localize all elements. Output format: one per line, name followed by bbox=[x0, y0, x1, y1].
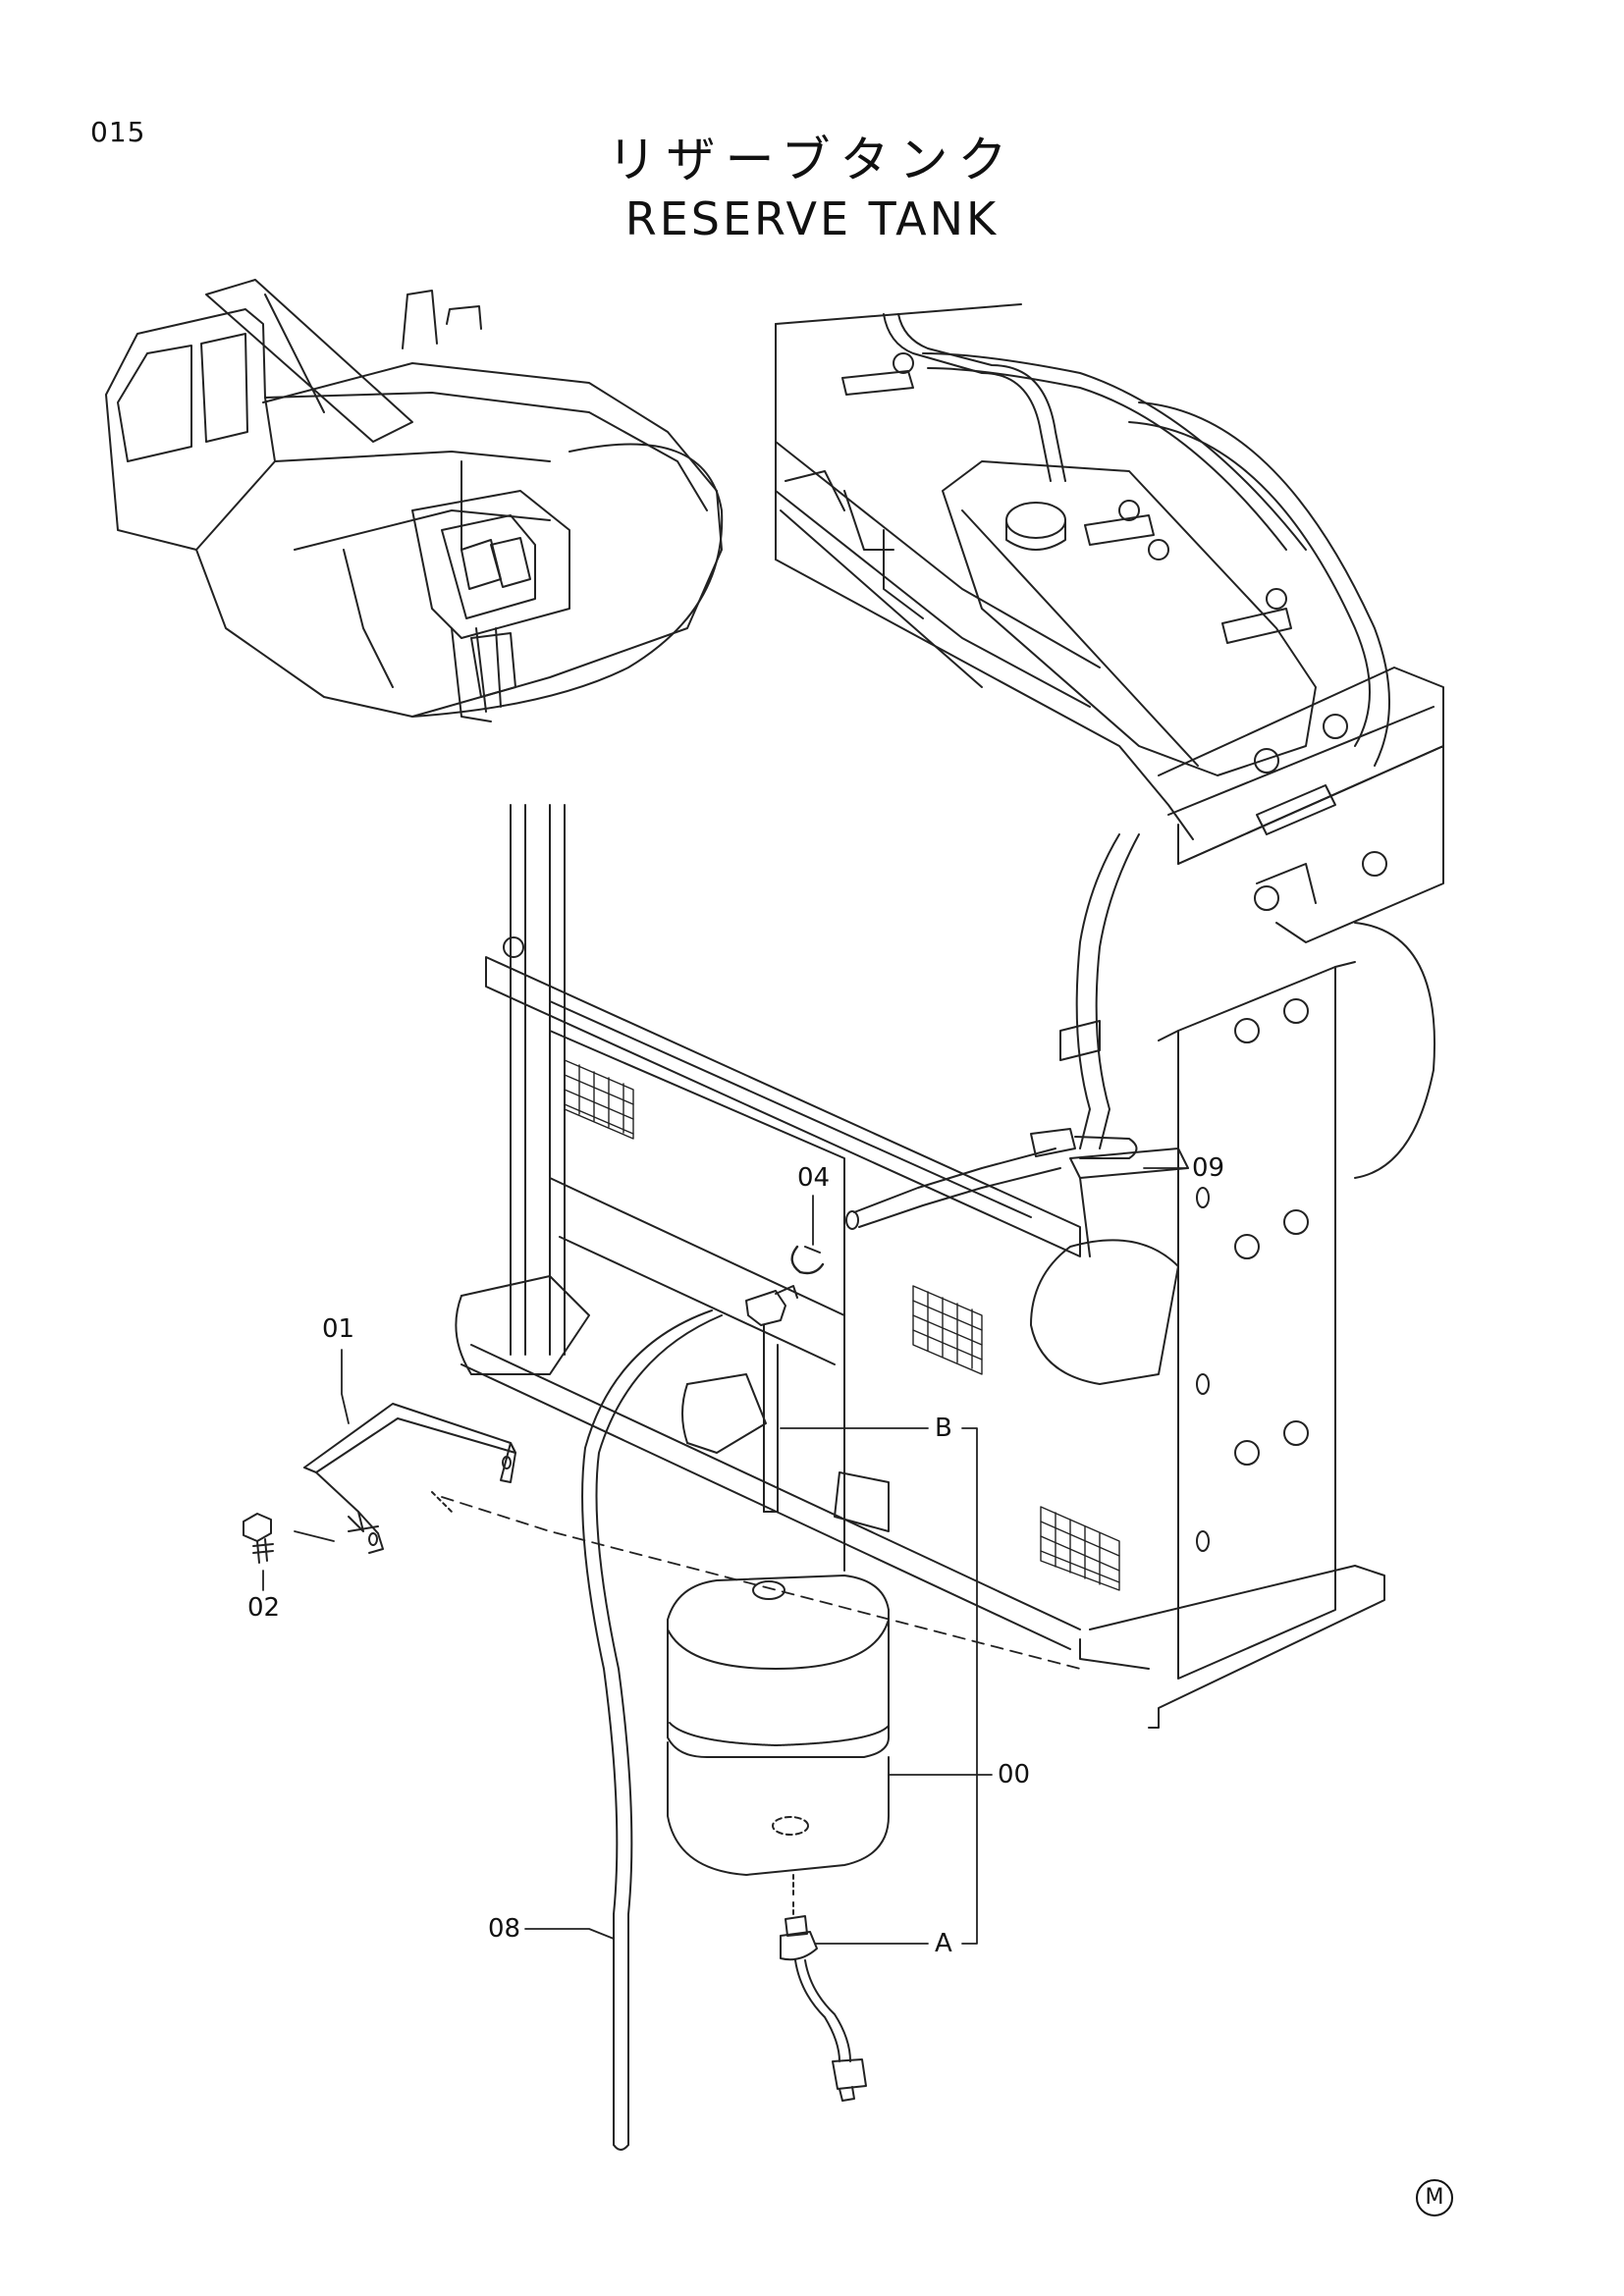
callout-B: B bbox=[935, 1414, 952, 1443]
maker-mark-icon: M bbox=[1416, 2179, 1453, 2216]
title-block: リザーブタンク RESERVE TANK bbox=[0, 130, 1624, 247]
radiator-assembly bbox=[455, 303, 1444, 1729]
parts-exploded bbox=[243, 1245, 890, 2151]
callout-A: A bbox=[935, 1929, 952, 1958]
callout-09: 09 bbox=[1192, 1153, 1225, 1183]
callout-08: 08 bbox=[488, 1914, 521, 1944]
leader-lines bbox=[262, 1167, 1189, 1945]
callout-01: 01 bbox=[322, 1314, 355, 1344]
page-number: 015 bbox=[90, 116, 146, 148]
callout-02: 02 bbox=[247, 1593, 281, 1623]
callout-04: 04 bbox=[797, 1163, 831, 1193]
title-english: RESERVE TANK bbox=[624, 192, 1000, 245]
overview-inset bbox=[105, 279, 724, 722]
callout-00: 00 bbox=[998, 1760, 1031, 1789]
title-japanese: リザーブタンク bbox=[607, 132, 1017, 188]
